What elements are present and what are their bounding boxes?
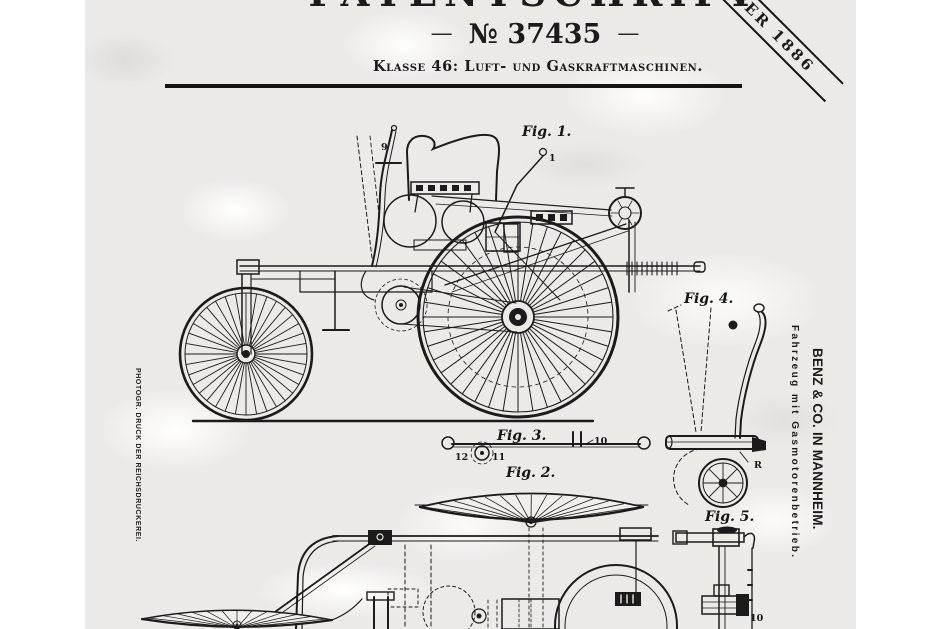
seat-slats	[416, 185, 471, 191]
part-label-10: 10	[594, 436, 608, 447]
paper-sheet: PATENTSCHRIFT — № 37435 — Klasse 46: Luft-…	[85, 0, 856, 629]
patent-heading-clipped: PATENTSCHRIFT	[240, 0, 830, 15]
patent-number-line: — № 37435 —	[335, 19, 735, 50]
rear-wheel	[416, 215, 620, 419]
part-label-steering: 9	[381, 142, 388, 153]
fig2-label: Fig. 2.	[505, 465, 555, 481]
fig4-drawing	[665, 303, 767, 508]
header-rule	[165, 84, 742, 88]
part-label-r: R	[754, 460, 762, 471]
part-label-12: 12	[455, 452, 468, 463]
printer-imprint: PHOTOGR. DRUCK DER REICHSDRUCKEREI.	[134, 368, 141, 543]
invention-subject: Fahrzeug mit Gasmotorenbetrieb.	[789, 325, 800, 560]
fig2-drawing	[140, 492, 678, 629]
part-label-10b: 10	[750, 613, 764, 624]
part-label-11: 11	[492, 452, 505, 463]
fig4-label: Fig. 4.	[683, 291, 733, 307]
fig4-wheel	[698, 458, 748, 508]
patent-number: № 37435	[468, 19, 602, 50]
front-wheel	[178, 286, 314, 422]
fig5-label: Fig. 5.	[704, 509, 754, 525]
patent-class-line: Klasse 46: Luft- und Gaskraftmaschinen.	[372, 58, 704, 75]
number-dash-right: —	[617, 21, 640, 46]
belt-pulley	[608, 187, 642, 230]
rack-hatching	[626, 261, 678, 276]
fig1-label: Fig. 1.	[521, 124, 571, 140]
fig1-drawing	[178, 124, 706, 423]
company-name: BENZ & CO. IN MANNHEIM.	[810, 348, 825, 530]
fig5-drawing	[672, 526, 756, 629]
fig3-drawing	[441, 431, 651, 465]
number-dash-left: —	[430, 21, 453, 46]
fig3-label: Fig. 3.	[496, 428, 546, 444]
part-label-lever: 1	[549, 153, 556, 164]
patent-heading-text: PATENTSCHRIFT	[240, 0, 830, 12]
